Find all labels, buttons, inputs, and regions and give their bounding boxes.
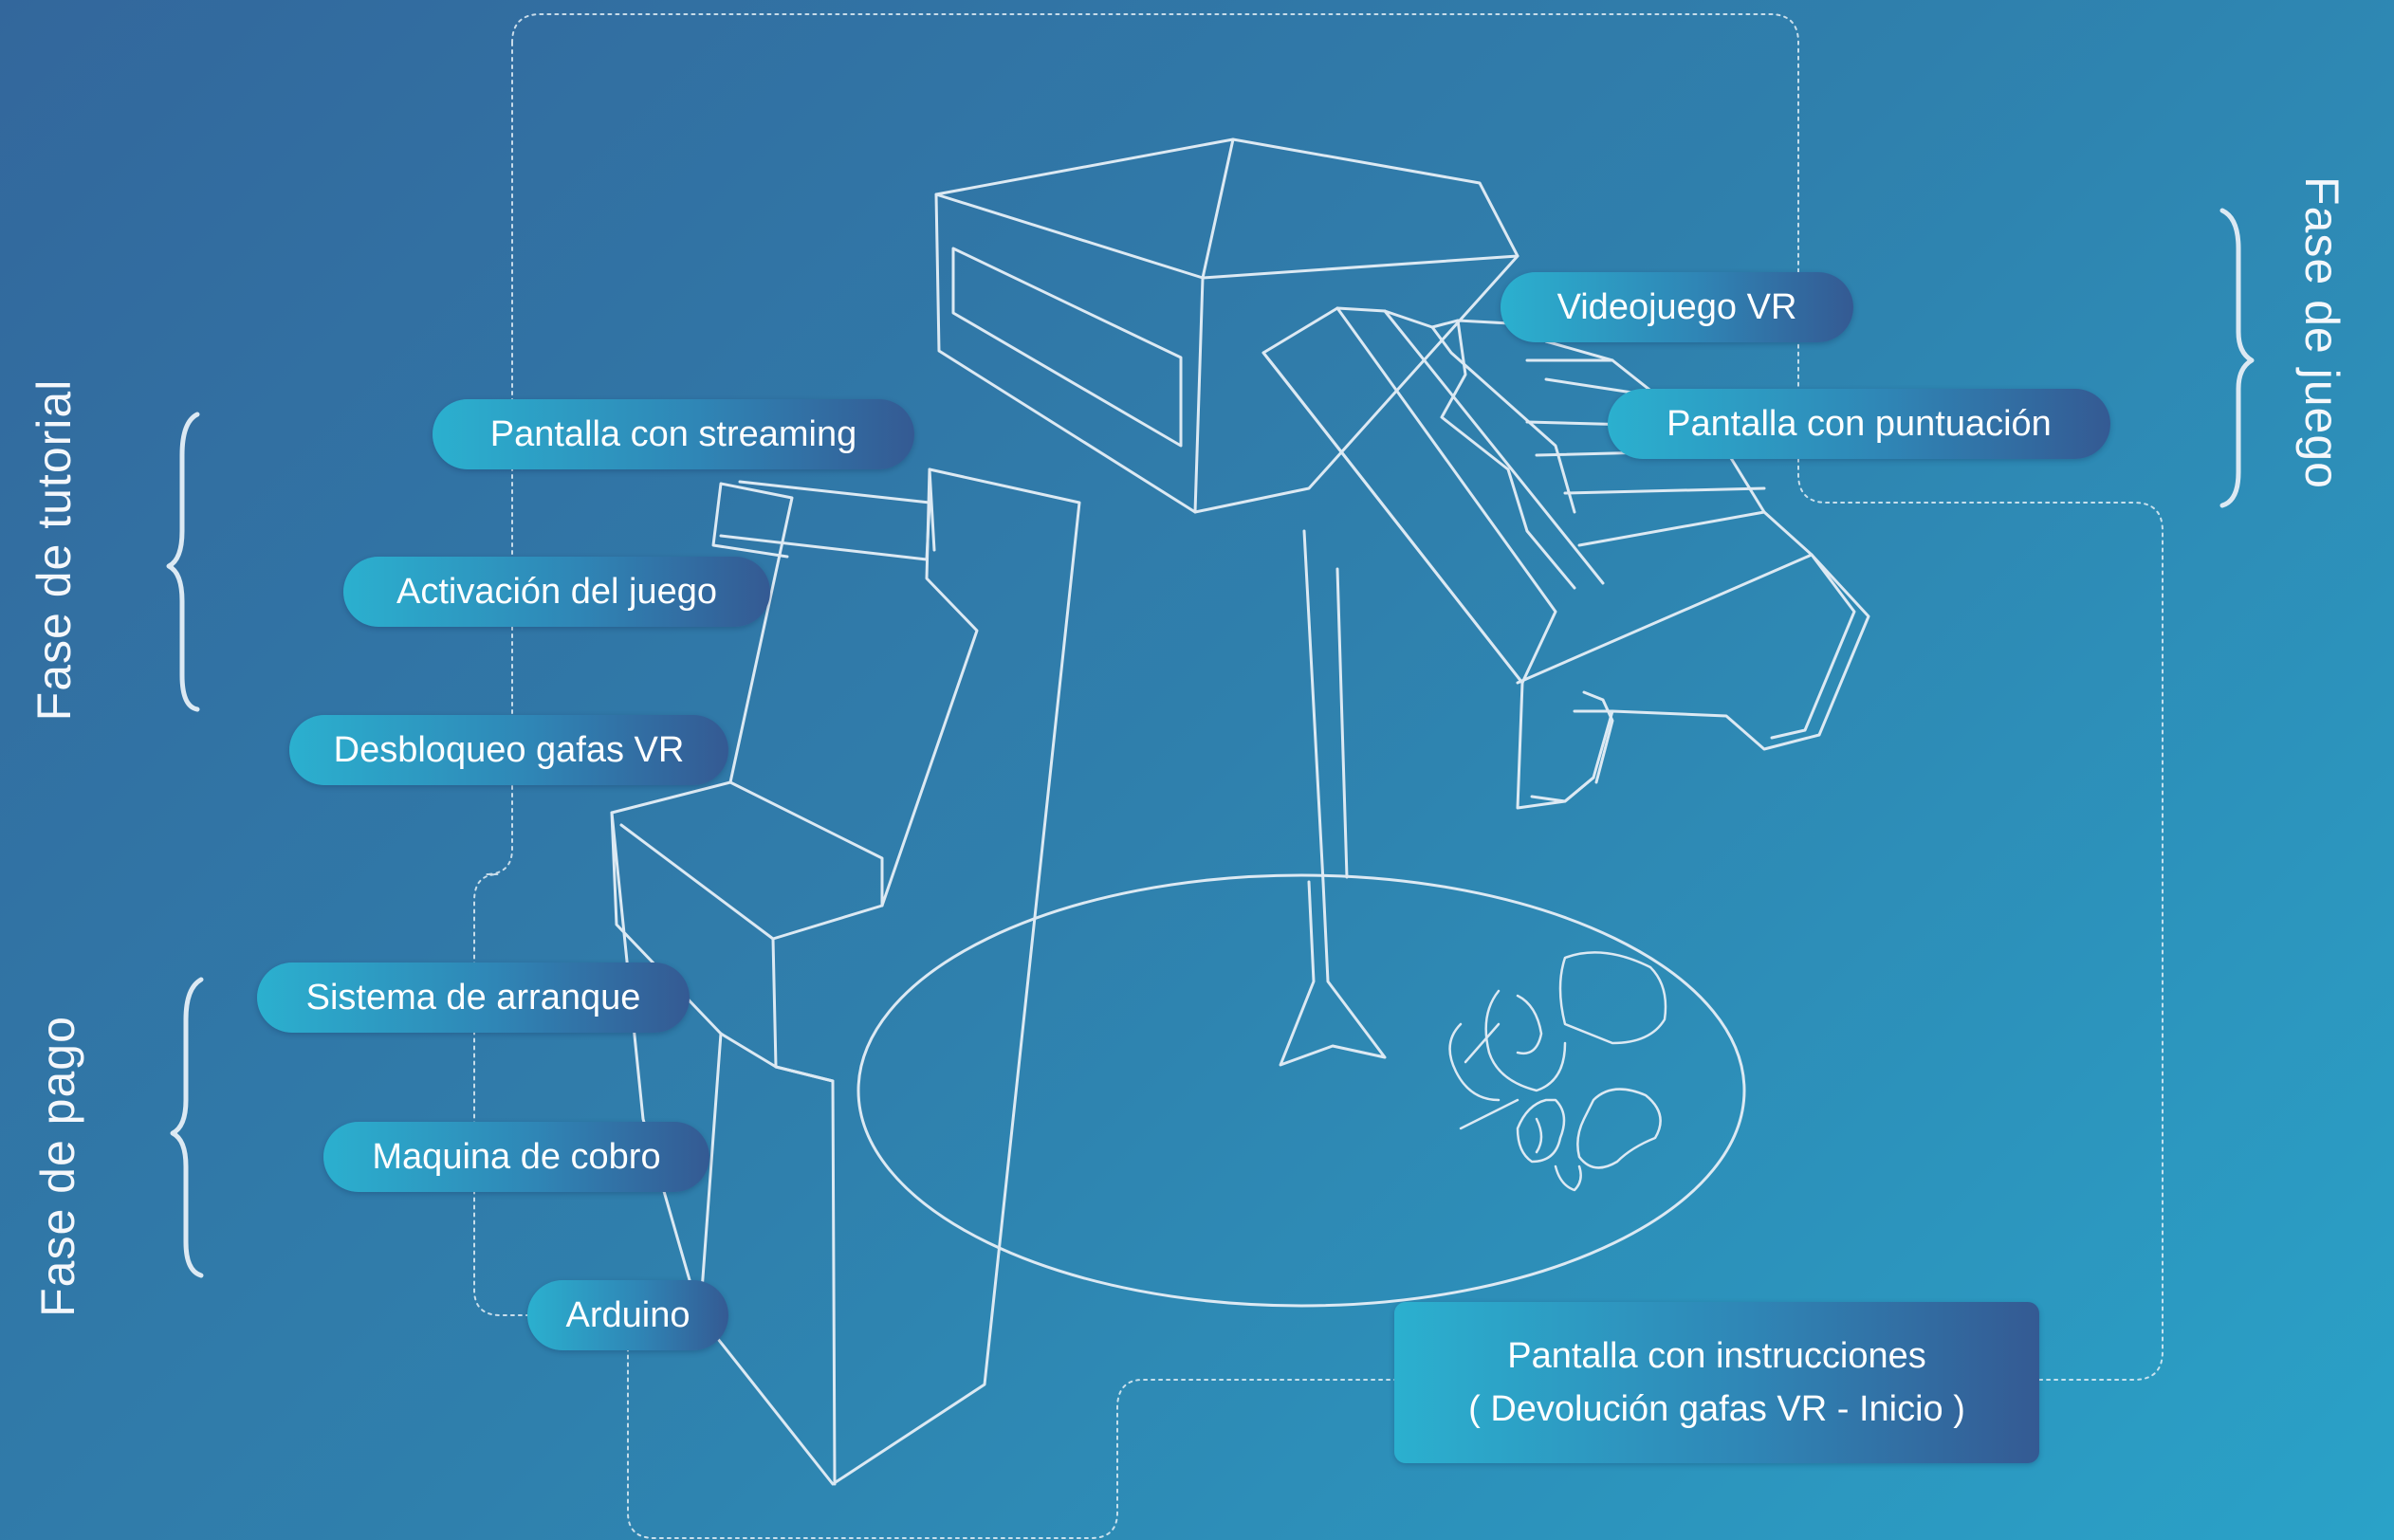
scoreboard-arm [1263,308,1869,808]
label-game-activation: Activación del juego [343,557,770,627]
label-vr-game: Videojuego VR [1501,272,1853,342]
label-score-screen: Pantalla con puntuación [1608,389,2110,459]
payment-brace-icon [173,980,201,1275]
label-instructions-screen: Pantalla con instrucciones ( Devolución … [1394,1302,2039,1463]
phase-payment-title: Fase de pago [30,1016,85,1317]
game-brace-icon [2222,211,2252,505]
label-payment-machine: Maquina de cobro [323,1122,709,1192]
vr-headset-icon [1450,952,1666,1190]
label-arduino: Arduino [527,1280,728,1350]
phase-tutorial-title: Fase de tutorial [27,379,82,722]
label-instructions-line2: ( Devolución gafas VR - Inicio ) [1394,1383,2039,1436]
label-streaming-screen: Pantalla con streaming [433,399,914,469]
tutorial-brace-icon [169,414,197,709]
label-startup-system: Sistema de arranque [257,962,690,1033]
label-vr-unlock: Desbloqueo gafas VR [289,715,728,785]
label-instructions-line1: Pantalla con instrucciones [1394,1329,2039,1383]
support-pole [1280,531,1385,1065]
phase-game-title: Fase de juego [2294,176,2349,489]
